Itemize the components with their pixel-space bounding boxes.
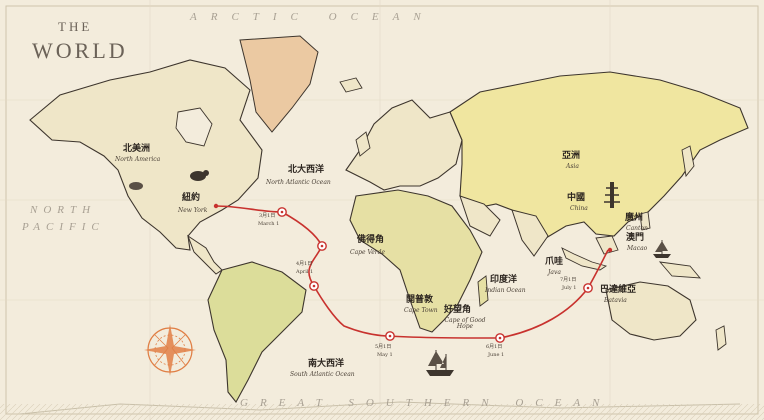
route-date-march-zh: 3月1日 xyxy=(259,213,276,219)
madagascar xyxy=(477,275,489,307)
japan xyxy=(681,145,695,178)
route-waypoints xyxy=(277,207,593,343)
canton-label-en: Canton xyxy=(626,225,648,232)
waypoint-june[interactable] xyxy=(495,333,505,343)
south-atlantic-label-en: South Atlantic Ocean xyxy=(290,371,355,378)
indian-subcontinent xyxy=(511,209,549,257)
route-date-april-zh: 4月1日 xyxy=(296,261,313,267)
greenland-landmass xyxy=(239,35,319,133)
north-atlantic-label-en: North Atlantic Ocean xyxy=(266,179,331,186)
pagoda-icon xyxy=(604,182,620,208)
cape-verde-label-zh: 佛得角 xyxy=(357,235,385,245)
south-atlantic-label-zh: 南大西洋 xyxy=(308,359,345,369)
africa-landmass xyxy=(349,189,483,333)
route-date-may-en: May 1 xyxy=(377,352,393,358)
compass-rose-icon xyxy=(144,324,196,376)
voyage-route xyxy=(215,205,609,339)
route-date-july-zh: 7月1日 xyxy=(560,277,577,283)
cape-verde-label-en: Cape Verde xyxy=(350,249,386,256)
route-date-june-zh: 6月1日 xyxy=(486,344,503,350)
new-zealand xyxy=(715,325,727,351)
good-hope-label-en: Cape of Good Hope xyxy=(444,317,486,330)
waypoint-may[interactable] xyxy=(385,331,395,341)
asia-label-zh: 亞洲 xyxy=(562,151,581,161)
arctic-ocean-label: ARCTIC OCEAN xyxy=(190,11,435,23)
new-guinea xyxy=(658,261,702,279)
macao-label-zh: 澳門 xyxy=(626,233,645,243)
route-date-june-en: June 1 xyxy=(488,352,505,358)
southern-hatching xyxy=(0,404,764,420)
route-date-july-en: July 1 xyxy=(562,285,577,291)
arabian-peninsula xyxy=(459,195,501,237)
china-label-zh: 中國 xyxy=(567,193,586,203)
great-southern-ocean-label: GREAT SOUTHERN OCEAN xyxy=(240,397,612,409)
java-label-en: Java xyxy=(548,269,561,276)
australia-landmass xyxy=(605,281,697,341)
good-hope-label-zh: 好望角 xyxy=(444,305,472,315)
route-date-may-zh: 5月1日 xyxy=(375,344,392,350)
hudson-bay xyxy=(175,107,213,147)
new-york-label-zh: 紐約 xyxy=(182,193,201,203)
walrus-icon xyxy=(129,182,143,190)
central-america-landmass xyxy=(186,234,223,275)
north-pacific-label: NORTH xyxy=(30,204,97,216)
indian-ocean-label-zh: 印度洋 xyxy=(490,275,518,285)
philippines xyxy=(639,211,651,231)
waypoint-april[interactable] xyxy=(309,281,319,291)
borneo xyxy=(595,235,619,255)
british-isles xyxy=(355,131,371,157)
ship-icon xyxy=(426,350,454,376)
asia-label-en: Asia xyxy=(566,163,579,170)
batavia-label-en: Batavia xyxy=(604,297,627,304)
map-title-the: THE xyxy=(58,19,93,34)
waypoint-cape-verde[interactable] xyxy=(317,241,327,251)
route-date-march-en: March 1 xyxy=(258,221,280,227)
south-america-landmass xyxy=(207,261,307,403)
map-title-world: WORLD xyxy=(32,38,128,63)
china-label-en: China xyxy=(570,205,588,212)
sumatra-java-islands xyxy=(561,247,608,271)
north-america-label-zh: 北美洲 xyxy=(123,144,151,154)
bear-icon xyxy=(190,170,209,181)
route-date-april-en: April 1 xyxy=(296,269,314,275)
north-america-label-en: North America xyxy=(115,156,161,163)
cape-town-label-en: Cape Town xyxy=(404,307,438,314)
indian-ocean-label-en: Indian Ocean xyxy=(485,287,526,294)
new-york-marker[interactable] xyxy=(213,203,219,209)
pacific-label: PACIFIC xyxy=(22,221,105,233)
new-york-label-en: New York xyxy=(178,207,208,214)
iceland xyxy=(339,77,363,93)
ship-icon-east xyxy=(653,240,671,258)
canton-label-zh: 廣州 xyxy=(625,213,644,223)
macao-label-en: Macao xyxy=(627,245,648,252)
waypoint-july[interactable] xyxy=(583,283,593,293)
macao-marker[interactable] xyxy=(607,247,613,253)
java-label-zh: 爪哇 xyxy=(545,257,564,267)
north-america-landmass xyxy=(29,59,263,251)
cape-town-label-zh: 開普敦 xyxy=(406,295,434,305)
waypoint-march[interactable] xyxy=(277,207,287,217)
north-atlantic-label-zh: 北大西洋 xyxy=(288,165,325,175)
batavia-label-zh: 巴達維亞 xyxy=(600,285,637,295)
